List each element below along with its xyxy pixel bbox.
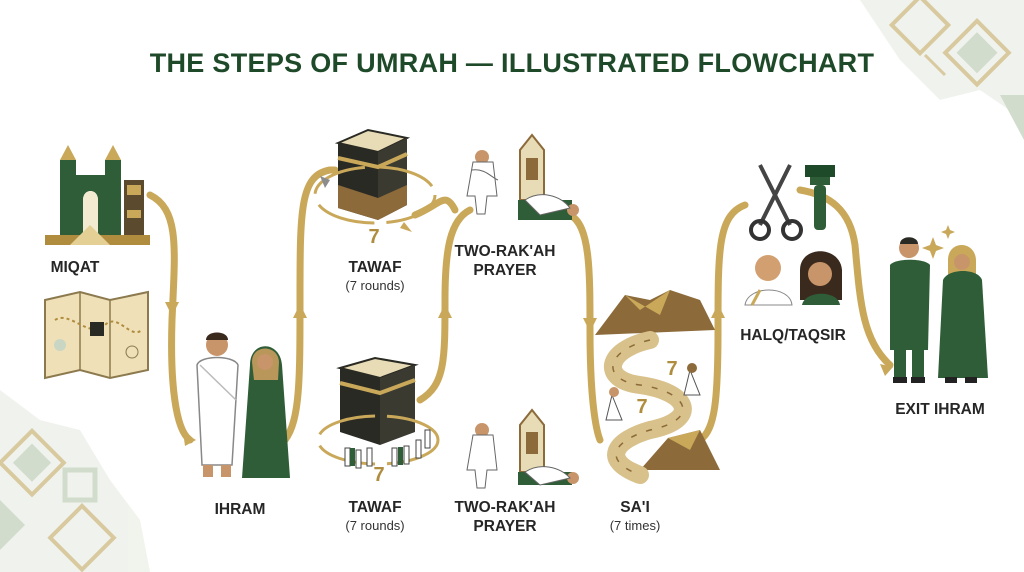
circuit-count-sai-1: 7 (666, 358, 678, 380)
flow-path (146, 166, 894, 444)
corner-ornament-bottom-left (0, 390, 150, 572)
step-label-sai: SA'I (620, 499, 650, 516)
step-sub-sai: (7 times) (609, 518, 661, 533)
step-label-tawaf-2: TAWAF (348, 499, 402, 516)
razor-icon (805, 165, 835, 230)
step-sub-tawaf-1: (7 rounds) (345, 278, 405, 293)
circuit-count-tawaf-1: 7 (368, 226, 380, 248)
step-label-ihram: IHRAM (214, 501, 266, 518)
circuit-count-sai-2: 7 (636, 396, 648, 418)
kaaba-crowd-icon (316, 356, 440, 469)
prayer-icon (466, 133, 579, 220)
heads-icon (744, 251, 842, 306)
flow-arrows (165, 302, 893, 446)
step-label-miqat: MIQAT (50, 259, 100, 276)
map-icon (44, 290, 149, 380)
corner-ornament-top-right (860, 0, 1024, 140)
step-sub-tawaf-2: (7 rounds) (345, 518, 405, 533)
mosque-gate-icon (45, 145, 150, 245)
step-label-halq-taqsir: HALQ/TAQSIR (740, 327, 846, 344)
mountain-path-icon (595, 290, 720, 484)
scissors-icon (749, 164, 803, 241)
step-label-tawaf-1: TAWAF (348, 259, 402, 276)
circuit-count-tawaf-2: 7 (373, 464, 385, 486)
ihram-pilgrims-icon (196, 332, 290, 478)
step-label-exit-ihram: EXIT IHRAM (895, 401, 985, 418)
pilgrims-icon (890, 225, 988, 383)
prayer-icon-2 (466, 408, 579, 489)
page-title: THE STEPS OF UMRAH — ILLUSTRATED FLOWCHA… (149, 48, 875, 78)
kaaba-icon (313, 128, 437, 232)
